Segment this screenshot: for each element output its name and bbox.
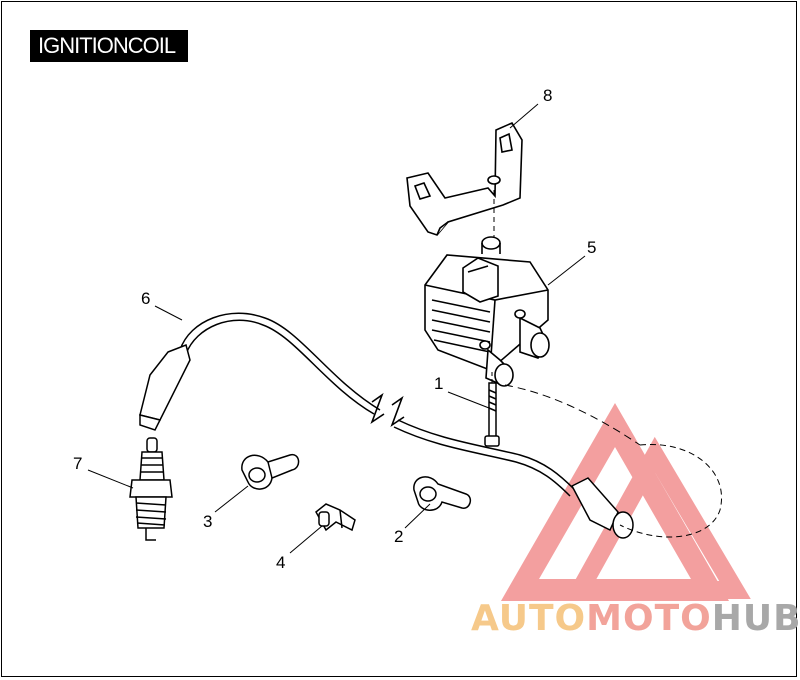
callout-2: 2	[394, 527, 403, 546]
watermark-hub: HUB	[712, 598, 800, 639]
callout-4: 4	[276, 553, 285, 572]
cable-clip-2	[413, 476, 472, 511]
cable-clip-3	[241, 453, 300, 490]
watermark-logo: AUTOMOTOHUB	[471, 598, 800, 639]
callout-3: 3	[203, 512, 212, 531]
watermark-moto: MOTO	[586, 598, 712, 639]
mounting-bolt	[484, 382, 500, 447]
svg-text:AUTOMOTOHUB: AUTOMOTOHUB	[471, 598, 800, 639]
spark-plug-cable	[139, 312, 634, 539]
leader-lines	[87, 103, 586, 554]
watermark-auto: AUTO	[471, 598, 586, 639]
callout-7: 7	[73, 454, 82, 473]
callout-6: 6	[141, 289, 150, 308]
callout-8: 8	[543, 86, 552, 105]
cable-routing-line	[504, 384, 641, 446]
mounting-bracket	[406, 121, 523, 236]
diagram-title: IGNITIONCOIL	[30, 30, 188, 62]
ignition-coil	[424, 236, 550, 387]
callout-5: 5	[587, 238, 596, 257]
cable-clamp-4	[315, 503, 356, 532]
callout-1: 1	[434, 374, 443, 393]
cable-routing-arc	[619, 443, 722, 538]
spark-plug	[129, 437, 173, 541]
watermark-triangle	[500, 402, 751, 601]
